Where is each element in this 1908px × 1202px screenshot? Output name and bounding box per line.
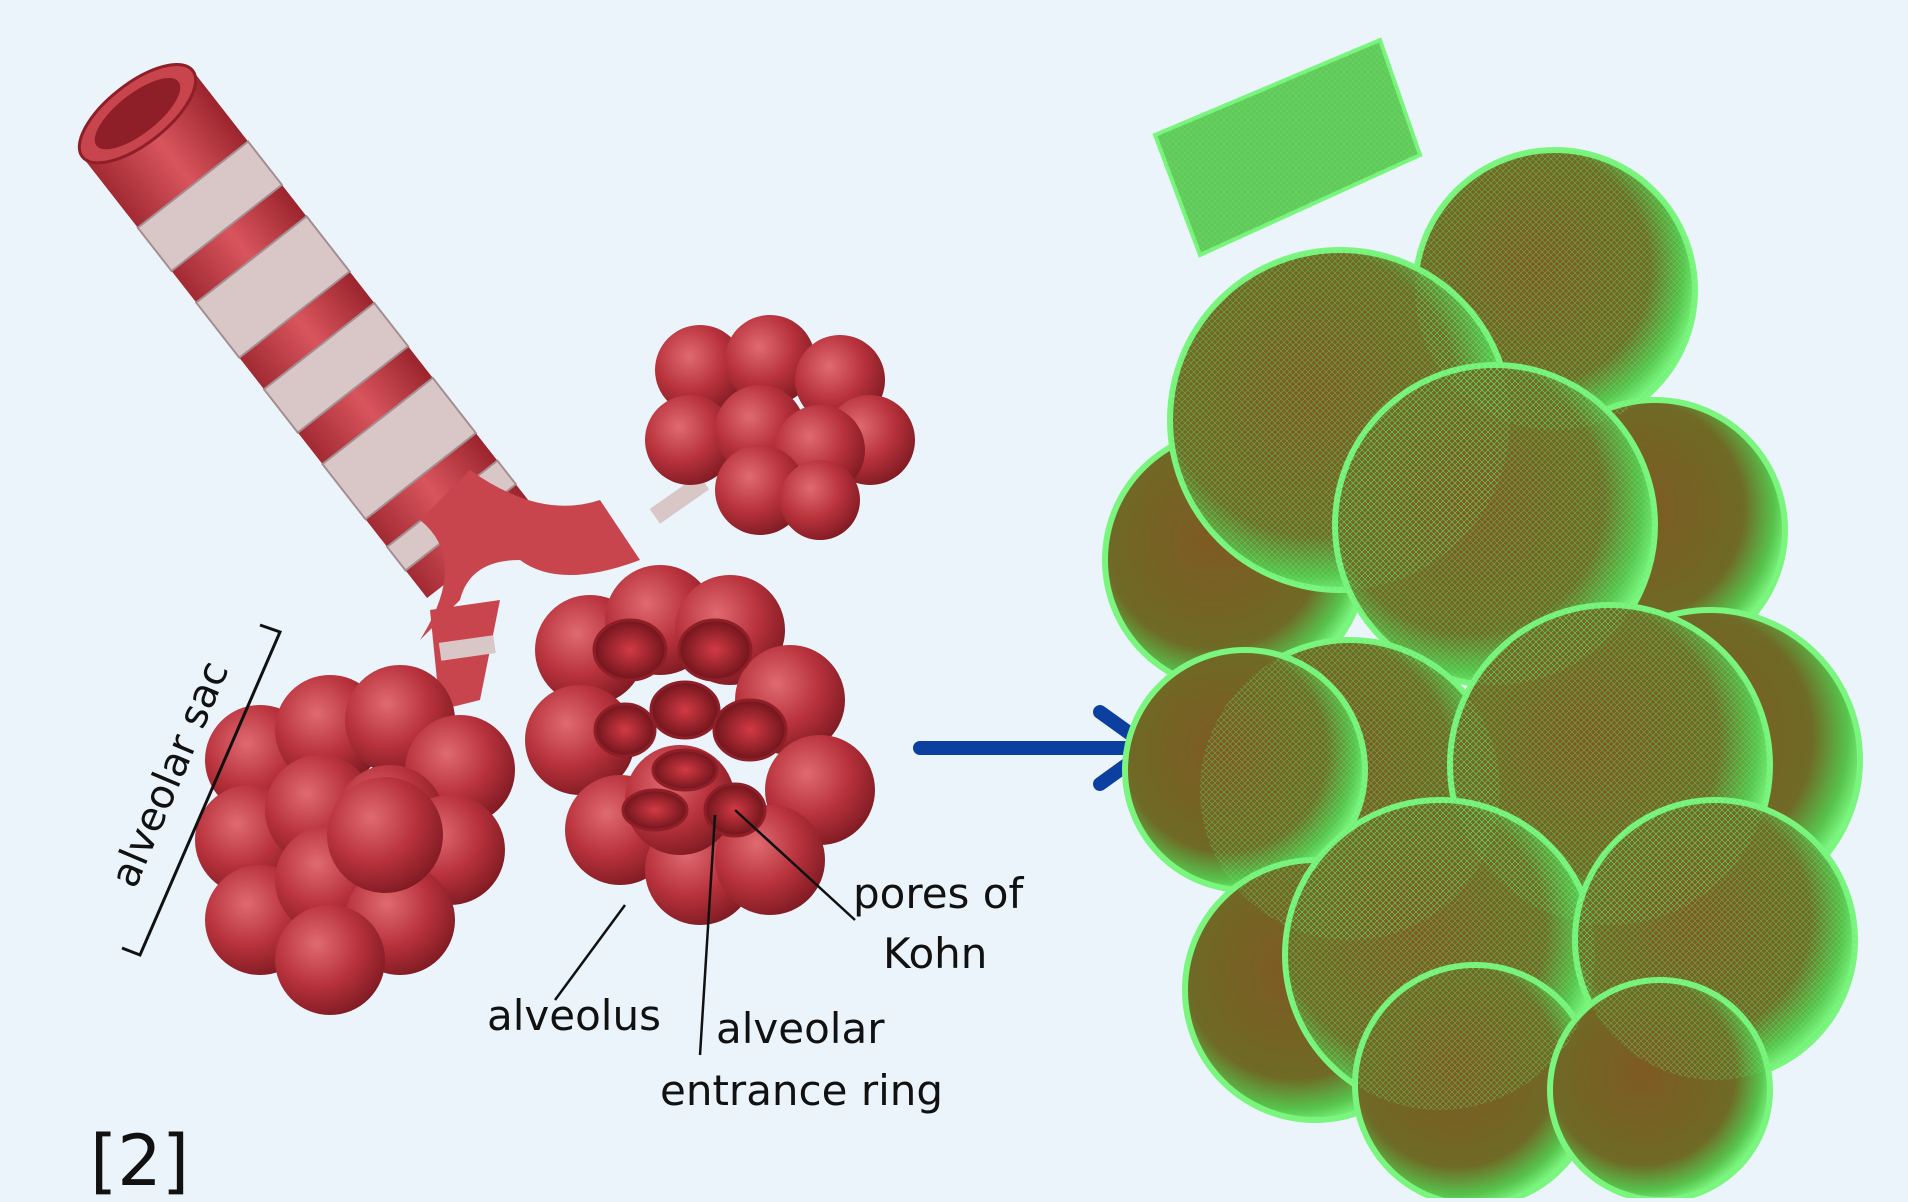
upper-alveolar-cluster (645, 315, 915, 540)
label-pores-of-kohn-line2: Kohn (883, 929, 987, 978)
right-arrow-icon (920, 712, 1150, 784)
opened-alveolar-cluster (525, 565, 875, 925)
bronchiole-illustration: alveolar sac pores of Kohn alveolus alve… (64, 47, 1025, 1198)
mesh-duct (1155, 40, 1420, 255)
mesh-model (1105, 40, 1860, 1198)
label-entrance-ring-line2: entrance ring (660, 1066, 943, 1115)
label-alveolus: alveolus (487, 991, 661, 1040)
citation-label: [2] (90, 1120, 189, 1198)
label-entrance-ring-line1: alveolar (716, 1004, 885, 1053)
label-pores-of-kohn-line1: pores of (853, 869, 1024, 918)
